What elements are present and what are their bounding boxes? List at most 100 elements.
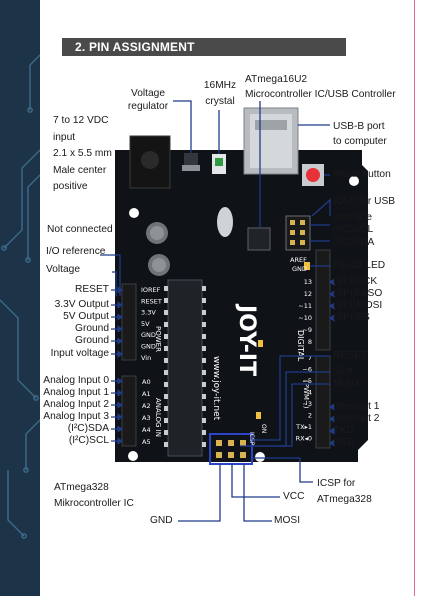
analog-pin-label: Analog Input 2 <box>43 399 109 410</box>
atmega328-label: ATmega328 Mikrocontroller IC <box>54 480 134 512</box>
io-reference-label: I/O reference Voltage <box>46 243 105 279</box>
arrow-head <box>117 350 124 358</box>
board-digital-pin-text: 13 <box>304 278 312 286</box>
icsp-pin-label: SCK <box>333 366 354 377</box>
arrow-head <box>328 403 335 411</box>
callout-lines <box>100 100 331 522</box>
board-power-pin-text: RESET <box>141 297 162 305</box>
board-power-pin-text: 5V <box>141 320 150 328</box>
label-line: ICSP for <box>317 478 356 489</box>
board-brand: JOY-IT <box>234 303 259 376</box>
arrow-head <box>328 427 335 435</box>
board-power: POWER <box>154 326 162 352</box>
dip-pin <box>202 406 206 411</box>
board-digital-pin-text: 7 <box>308 354 312 362</box>
arrow-head <box>117 437 124 445</box>
dip-pin <box>202 430 206 435</box>
board-power-pin-text: GND <box>141 343 156 351</box>
icsp-usb-header <box>285 215 311 251</box>
dip-pin <box>164 346 168 351</box>
mounting-hole <box>129 208 139 218</box>
spi-pin-label: (SPI)MISO <box>333 288 383 299</box>
arrow-head <box>117 377 124 385</box>
sidebar <box>0 0 40 596</box>
digital-pin-label: Interrupt 1 <box>333 401 380 412</box>
power-pin-label: Ground <box>75 323 109 334</box>
on-led <box>256 412 261 419</box>
atmega16u2-label: ATmega16U2 Microcontroller IC/USB Contro… <box>245 74 396 101</box>
reset-button-label: Reset button <box>333 169 391 180</box>
spi-pin-label: (SPI)SS <box>333 312 370 323</box>
arrow-head <box>117 325 124 333</box>
arrow-head <box>117 286 124 294</box>
power-header <box>121 283 137 361</box>
dip-pin <box>202 358 206 363</box>
digital-pin-label: Interrupt 2 <box>333 413 380 424</box>
board-digital-pin-text: TX▸1 <box>295 423 312 431</box>
arrow-head <box>117 425 124 433</box>
arrow-head <box>328 314 335 322</box>
tx-led <box>258 340 263 347</box>
digital-pin-label: TXD <box>333 425 354 436</box>
board-gnd: GND <box>292 265 307 273</box>
label-line: I/O reference <box>46 246 106 257</box>
board-analog-in: ANALOG IN <box>154 398 162 437</box>
dip-pin <box>164 382 168 387</box>
icsp-pin-label: MISO <box>333 378 360 389</box>
arrow-head <box>117 301 124 309</box>
label-line: Male center <box>53 164 107 176</box>
board-digital-pin-text: ~5 <box>302 377 312 385</box>
analog-pin-label: (I²C)SCL <box>68 435 109 446</box>
arrow-head <box>328 302 335 310</box>
vcc-label: VCC <box>283 491 305 502</box>
icsp-pin-label: RESET <box>333 350 367 361</box>
mosi-label: MOSI <box>274 515 301 526</box>
board-digital-pin-text: 12 <box>304 290 312 298</box>
board-analog-pin-text: A2 <box>142 402 151 410</box>
analog-header <box>121 375 137 447</box>
dip-pin <box>164 394 168 399</box>
label-line: (I²C)SCL <box>333 224 374 235</box>
board-pwm: (PWM~) <box>302 380 310 409</box>
dip-pin <box>164 370 168 375</box>
dip-pin <box>164 430 168 435</box>
board-analog-pin-text: A3 <box>142 414 151 422</box>
board-aref: AREF <box>290 256 307 264</box>
digital-header-bottom <box>315 355 331 449</box>
power-pin-label: Input voltage <box>50 348 109 359</box>
board-digital: DIGITAL <box>296 330 305 362</box>
power-pin-label: RESET <box>75 284 109 295</box>
board-on: ON <box>260 424 267 433</box>
dip-pin <box>202 334 206 339</box>
board-digital-pin-text: RX◂0 <box>296 435 312 443</box>
power-pin-label: 3.3V Output <box>54 299 109 310</box>
icsp-328-label: ICSP for ATmega328 <box>317 476 372 508</box>
label-line: ATmega16U2 <box>245 74 308 85</box>
voltage-regulator-label: Voltage regulator <box>119 88 177 113</box>
dip-pin <box>202 442 206 447</box>
board-digital-pin-text: 8 <box>308 338 312 346</box>
arrow-head <box>328 439 335 447</box>
label-line: Mikrocontroller IC <box>54 498 134 509</box>
arrow-head <box>117 413 124 421</box>
board-analog-pin-text: A0 <box>142 378 151 386</box>
analog-pin-label: Analog Input 0 <box>43 375 109 386</box>
dip-pin <box>164 310 168 315</box>
atmega328-chip <box>167 279 203 457</box>
dip-pin <box>202 346 206 351</box>
label-line: ATmega328 <box>317 494 372 505</box>
board-power-pin-text: 3.3V <box>141 309 156 317</box>
dip-pin <box>202 310 206 315</box>
dip-pin <box>202 418 206 423</box>
arrow-head <box>117 401 124 409</box>
arrow-head <box>117 313 124 321</box>
board-power-pin-text: Vin <box>141 354 151 362</box>
label-line: 7 to 12 VDC <box>53 115 109 126</box>
board-power-pin-text: GND <box>141 331 156 339</box>
icsp-usb-label: ICSP for USB interface <box>333 194 395 226</box>
gnd-label: GND <box>150 515 173 526</box>
label-line: Voltage <box>131 88 165 99</box>
board-digital-pin-text: 2 <box>308 412 312 420</box>
board-digital-pin-text: 4 <box>308 389 312 397</box>
